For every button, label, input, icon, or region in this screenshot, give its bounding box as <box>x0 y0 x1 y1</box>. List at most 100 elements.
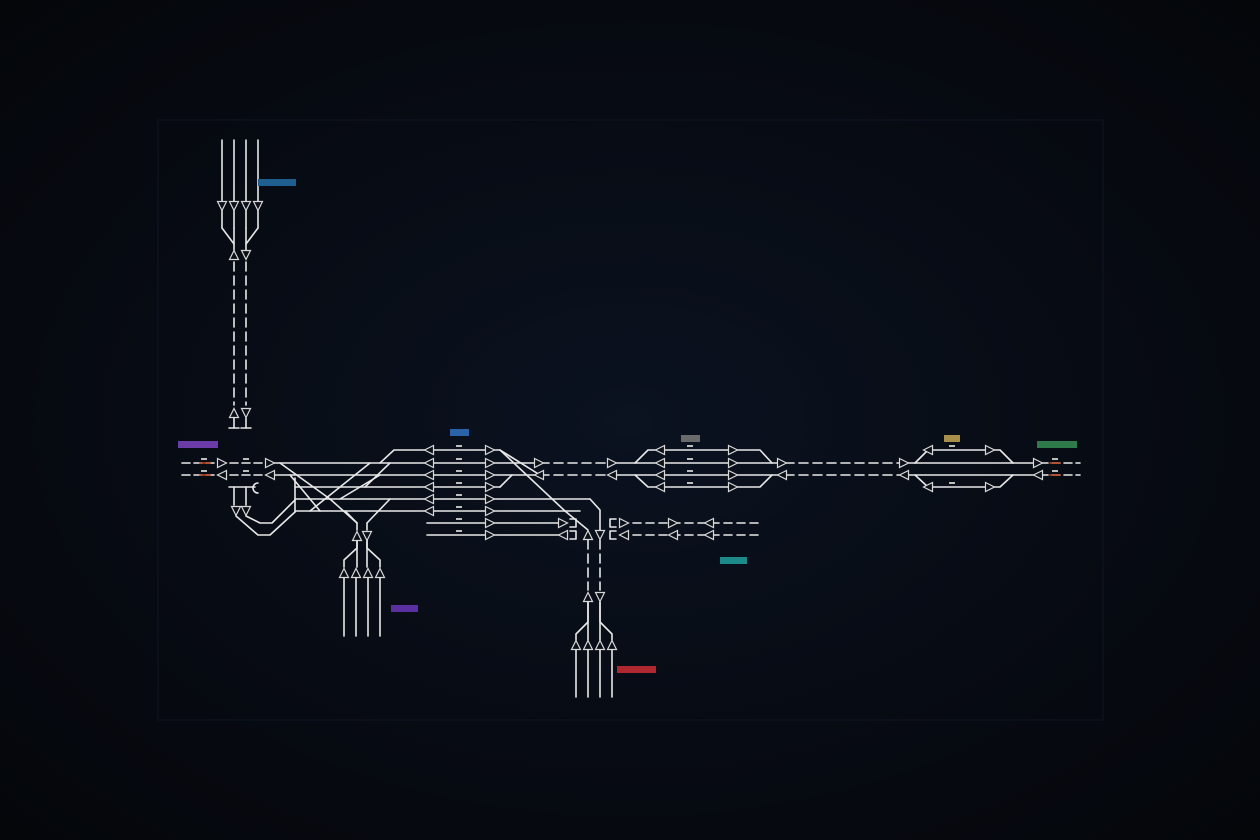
signal-icon[interactable] <box>240 407 252 419</box>
main-line-east-tracks <box>539 449 1081 488</box>
block-marker <box>201 470 207 472</box>
signal-icon[interactable] <box>240 505 252 517</box>
signal-icon[interactable] <box>484 444 496 456</box>
signal-icon[interactable] <box>667 517 679 529</box>
signal-icon[interactable] <box>484 493 496 505</box>
block-marker <box>456 445 462 447</box>
signal-icon[interactable] <box>252 200 264 212</box>
signal-icon[interactable] <box>703 517 715 529</box>
signal-icon[interactable] <box>362 567 374 579</box>
signal-icon[interactable] <box>240 200 252 212</box>
signal-icon[interactable] <box>582 639 594 651</box>
north-branch-tracks <box>221 139 259 429</box>
block-mark-layer <box>201 445 1058 532</box>
label-blue-north[interactable] <box>258 179 296 186</box>
label-gray-mid[interactable] <box>681 435 700 442</box>
signal-icon[interactable] <box>240 249 252 261</box>
signal-icon[interactable] <box>898 457 910 469</box>
signal-icon[interactable] <box>484 505 496 517</box>
signal-icon[interactable] <box>984 444 996 456</box>
signal-icon[interactable] <box>618 529 630 541</box>
signal-icon[interactable] <box>423 505 435 517</box>
label-purple-west[interactable] <box>178 441 218 448</box>
block-marker <box>243 458 249 460</box>
signal-icon[interactable] <box>484 481 496 493</box>
signal-icon[interactable] <box>582 529 594 541</box>
signal-icon[interactable] <box>230 505 242 517</box>
signal-icon[interactable] <box>654 481 666 493</box>
block-marker <box>456 482 462 484</box>
signal-icon[interactable] <box>557 529 569 541</box>
signal-icon[interactable] <box>618 517 630 529</box>
signal-icon[interactable] <box>1032 469 1044 481</box>
block-marker <box>949 445 955 447</box>
label-green-far-east[interactable] <box>1037 441 1077 448</box>
block-marker <box>1052 458 1058 460</box>
signal-icon[interactable] <box>423 444 435 456</box>
signal-icon[interactable] <box>484 469 496 481</box>
station-tag-background <box>258 179 296 186</box>
signal-icon[interactable] <box>374 567 386 579</box>
signal-icon[interactable] <box>484 529 496 541</box>
signal-icon[interactable] <box>351 530 363 542</box>
signal-icon[interactable] <box>898 469 910 481</box>
signal-icon[interactable] <box>423 469 435 481</box>
signal-icon[interactable] <box>1032 457 1044 469</box>
signal-icon[interactable] <box>606 457 618 469</box>
signal-layer <box>216 200 1044 651</box>
signal-icon[interactable] <box>533 469 545 481</box>
station-tag-background <box>1037 441 1077 448</box>
signal-icon[interactable] <box>423 493 435 505</box>
label-gold-east[interactable] <box>944 435 960 442</box>
signal-icon[interactable] <box>727 481 739 493</box>
signal-icon[interactable] <box>594 591 606 603</box>
signal-icon[interactable] <box>533 457 545 469</box>
station-tag-background <box>450 429 469 436</box>
signal-icon[interactable] <box>606 469 618 481</box>
label-red-south[interactable] <box>617 666 656 673</box>
signal-icon[interactable] <box>228 249 240 261</box>
signal-icon[interactable] <box>984 481 996 493</box>
signal-icon[interactable] <box>654 444 666 456</box>
signal-icon[interactable] <box>264 457 276 469</box>
signal-icon[interactable] <box>350 567 362 579</box>
signal-icon[interactable] <box>776 457 788 469</box>
signal-icon[interactable] <box>338 567 350 579</box>
signal-icon[interactable] <box>423 481 435 493</box>
signal-icon[interactable] <box>361 530 373 542</box>
signal-icon[interactable] <box>606 639 618 651</box>
signal-icon[interactable] <box>703 529 715 541</box>
signal-icon[interactable] <box>484 517 496 529</box>
station-tag-background <box>391 605 418 612</box>
label-blue-center[interactable] <box>450 429 469 436</box>
block-marker <box>456 458 462 460</box>
label-teal-mid[interactable] <box>720 557 747 564</box>
signal-icon[interactable] <box>922 444 934 456</box>
signal-icon[interactable] <box>228 407 240 419</box>
signal-icon[interactable] <box>570 639 582 651</box>
signal-icon[interactable] <box>727 444 739 456</box>
signal-icon[interactable] <box>228 200 240 212</box>
block-marker <box>687 482 693 484</box>
signal-icon[interactable] <box>557 517 569 529</box>
signal-icon[interactable] <box>216 457 228 469</box>
signal-icon[interactable] <box>776 469 788 481</box>
signal-icon[interactable] <box>582 591 594 603</box>
signal-icon[interactable] <box>727 457 739 469</box>
signal-icon[interactable] <box>423 457 435 469</box>
label-purple-south[interactable] <box>391 605 418 612</box>
signal-icon[interactable] <box>654 469 666 481</box>
signal-icon[interactable] <box>667 529 679 541</box>
signal-icon[interactable] <box>484 457 496 469</box>
signal-icon[interactable] <box>594 529 606 541</box>
signal-icon[interactable] <box>216 469 228 481</box>
signal-icon[interactable] <box>264 469 276 481</box>
signal-icon[interactable] <box>594 639 606 651</box>
signal-icon[interactable] <box>922 481 934 493</box>
signal-icon[interactable] <box>216 200 228 212</box>
signal-icon[interactable] <box>654 457 666 469</box>
east-siding-tracks <box>609 518 763 540</box>
label-layer <box>178 179 1077 673</box>
signal-icon[interactable] <box>727 469 739 481</box>
